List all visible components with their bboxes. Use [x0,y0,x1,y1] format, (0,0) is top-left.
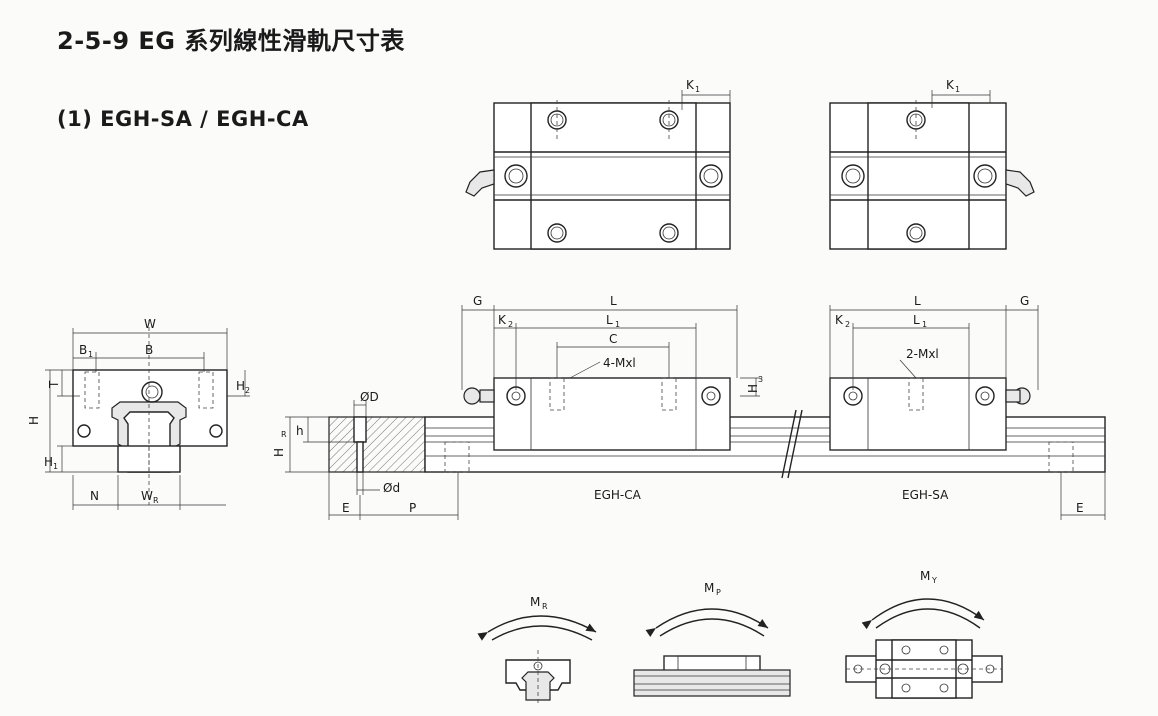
g-label-ca: G [473,294,482,308]
t-label: T [47,380,61,389]
p-label: P [409,501,416,515]
k1-sub-sa: 1 [955,85,960,94]
moment-mr-diagram [477,615,597,705]
n-label: N [90,489,99,503]
k1-label-ca: K [686,78,695,92]
rail-section [285,400,459,520]
h2-label: H [236,379,245,393]
mr-sub: R [542,602,548,611]
h1-label: H [44,455,53,469]
l1-label-ca: L [606,313,613,327]
d-small-label: Ød [383,481,400,495]
l1-sub-sa: 1 [922,320,927,329]
moment-mp-diagram [633,608,791,697]
mxl4-label: 4-Mxl [603,356,636,370]
k1-label-sa: K [946,78,955,92]
my-label: M [920,569,930,583]
c-label: C [609,332,617,346]
k2-label-sa: K [835,313,844,327]
moment-my-diagram [845,598,1003,699]
hr-sub: R [281,430,287,439]
wr-sub: R [153,496,159,505]
page-title: 2-5-9 EG 系列線性滑軌尺寸表 [57,27,405,55]
side-view-egh-sa [829,305,1039,451]
k2-sub-ca: 2 [508,320,513,329]
l1-label-sa: L [913,313,920,327]
e-label-right: E [1076,501,1084,515]
hr-label: H [272,448,286,457]
k2-sub-sa: 2 [845,320,850,329]
end-view-block [72,320,228,505]
l1-sub-ca: 1 [615,320,620,329]
small-h-label: h [296,424,304,438]
top-view-egh-ca [465,90,731,250]
b1-sub: 1 [88,350,93,359]
k2-label-ca: K [498,313,507,327]
w-label: W [144,317,156,331]
h1-sub: 1 [53,462,58,471]
side-view-egh-ca [461,305,760,451]
k1-sub-ca: 1 [695,85,700,94]
top-view-egh-sa [829,90,1035,250]
b1-label: B [79,343,87,357]
h3-label: H [746,384,760,393]
b-label: B [145,343,153,357]
h-label: H [27,416,41,425]
h2-sub: 2 [245,386,250,395]
section-title: (1) EGH-SA / EGH-CA [57,107,309,131]
h3-sub: 3 [758,375,763,384]
egh-ca-caption: EGH-CA [594,488,642,502]
mp-sub: P [716,588,721,597]
d-large-label: ØD [360,390,379,404]
my-sub: Y [931,576,937,585]
end-view-dimensions [45,328,250,510]
e-label-left: E [342,501,350,515]
wr-label: W [141,489,153,503]
mxl2-label: 2-Mxl [906,347,939,361]
l-label-sa: L [914,294,921,308]
l-label-ca: L [610,294,617,308]
g-label-sa: G [1020,294,1029,308]
mp-label: M [704,581,714,595]
mr-label: M [530,595,540,609]
egh-sa-caption: EGH-SA [902,488,949,502]
